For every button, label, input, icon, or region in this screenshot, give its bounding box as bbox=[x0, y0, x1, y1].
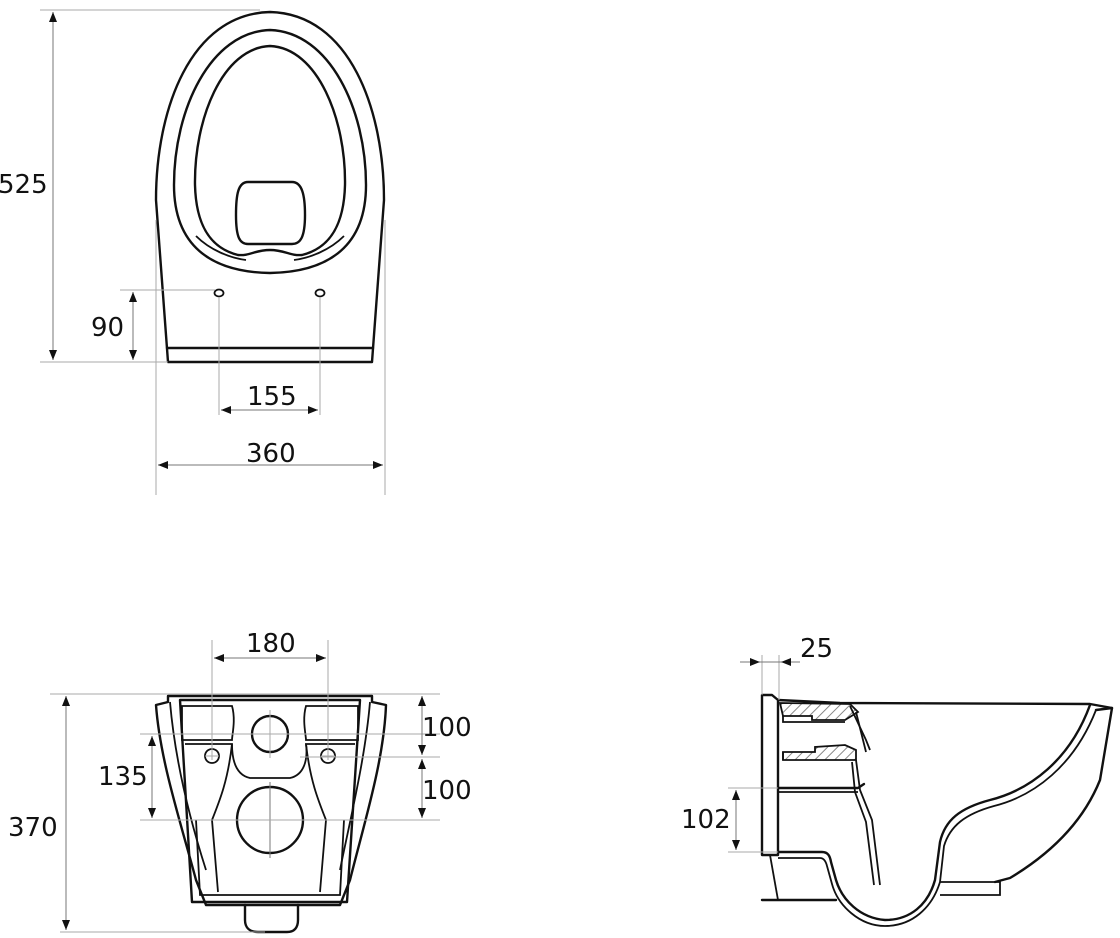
fixing-hole-right bbox=[314, 288, 326, 298]
rear-inner-frame bbox=[178, 698, 362, 904]
top-panel-right bbox=[303, 705, 359, 741]
lobe-right bbox=[305, 743, 327, 893]
base-foot-right bbox=[940, 881, 1001, 896]
top-view-outline bbox=[154, 10, 386, 364]
dimension-label-upper-gap: 100 bbox=[422, 713, 472, 743]
dimension-label-outlet-height: 102 bbox=[681, 805, 731, 835]
dimension-label-lower-gap: 100 bbox=[422, 776, 472, 806]
front-rim-outer bbox=[993, 706, 1114, 884]
dimension-label-fixing-spacing: 180 bbox=[246, 629, 296, 659]
rim-flush-lip bbox=[849, 705, 871, 751]
trap-wall-inner bbox=[851, 761, 875, 886]
rim-flush-lip-inner bbox=[855, 711, 867, 753]
dimension-label-width: 360 bbox=[246, 439, 296, 469]
upper-channel bbox=[782, 716, 845, 723]
dimension-label-height: 370 bbox=[8, 813, 58, 843]
trap-wall-outer bbox=[855, 759, 881, 886]
rear-view: 180 370 135 100 100 bbox=[8, 629, 472, 934]
rim-outline bbox=[172, 28, 368, 275]
upper-section-hatch bbox=[778, 702, 860, 721]
channel-plate-upper bbox=[776, 782, 866, 790]
inner-bowl-outline bbox=[193, 44, 347, 257]
side-section-view: 25 102 bbox=[681, 634, 1114, 927]
dimension-label-hole-offset: 135 bbox=[98, 762, 148, 792]
dimension-label-wall-offset: 25 bbox=[800, 634, 833, 664]
bowl-outer-curve-2 bbox=[778, 709, 1097, 927]
rear-side-left bbox=[169, 701, 207, 871]
lower-frame bbox=[195, 819, 345, 896]
back-plate bbox=[760, 693, 780, 857]
rim-top-line bbox=[776, 698, 1114, 710]
rear-outer-outline bbox=[154, 694, 388, 907]
dimension-label-length: 525 bbox=[0, 170, 48, 200]
middle-section-hatch bbox=[782, 744, 857, 761]
fixing-hole-left bbox=[213, 288, 225, 298]
rear-side-right bbox=[339, 701, 371, 871]
dimension-label-hole-offset: 90 bbox=[91, 313, 124, 343]
top-panel bbox=[181, 705, 235, 741]
swoosh-right bbox=[293, 235, 345, 261]
swoosh-left bbox=[195, 235, 247, 261]
drain-outline bbox=[234, 180, 307, 246]
lobe-left bbox=[211, 743, 233, 893]
top-view: 525 90 155 360 bbox=[0, 9, 386, 495]
bowl-outer-curve bbox=[776, 703, 1092, 922]
dimension-label-hole-spacing: 155 bbox=[247, 382, 297, 412]
outlet-tab bbox=[243, 903, 300, 934]
middle-crossbar bbox=[185, 743, 355, 779]
